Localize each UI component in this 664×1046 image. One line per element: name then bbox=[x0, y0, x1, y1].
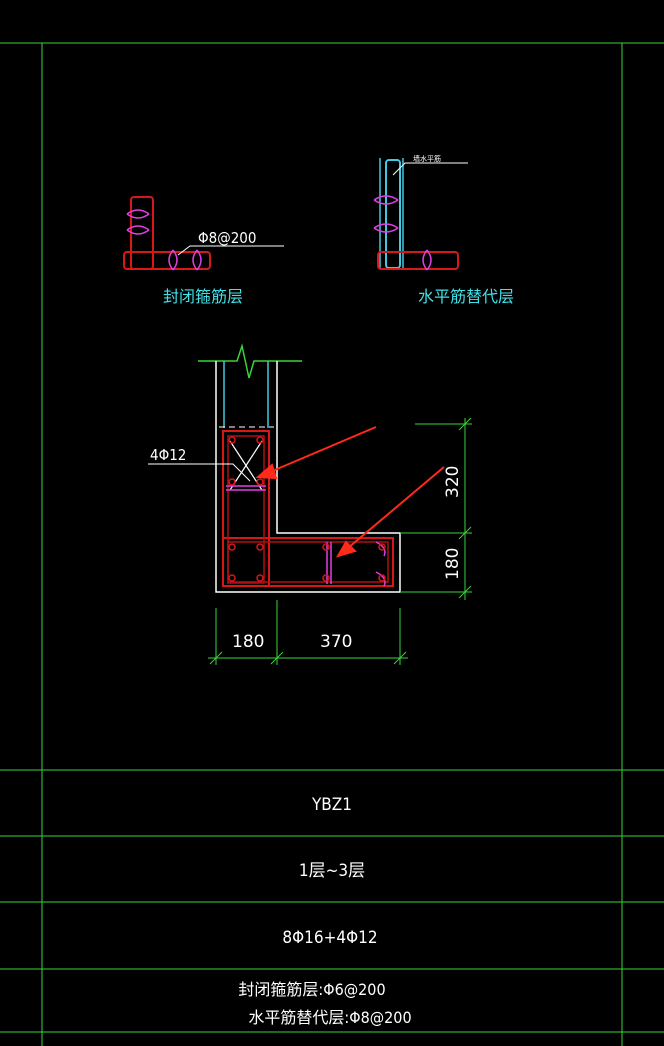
dim-320: 320 bbox=[443, 466, 463, 498]
hook-mark bbox=[373, 223, 399, 233]
concrete-outline bbox=[215, 361, 401, 593]
closed-stirrup-title: 封闭箍筋层 bbox=[163, 287, 243, 306]
leader-line bbox=[177, 245, 284, 256]
horizontal-sub-title: 水平筋替代层 bbox=[418, 287, 514, 306]
detail-horizontal-sub bbox=[373, 158, 468, 271]
annotation-arrows bbox=[255, 426, 445, 558]
detail-closed-stirrup bbox=[123, 196, 284, 271]
hook-mark bbox=[373, 195, 399, 205]
column-stirrup bbox=[222, 430, 270, 587]
drawing-frame bbox=[0, 42, 664, 1046]
table-floors: 1层~3层 bbox=[299, 861, 365, 881]
inner-stirrup bbox=[227, 435, 265, 584]
table-stirrup-line2: 水平筋替代层:Φ8@200 bbox=[248, 1008, 411, 1027]
column-section bbox=[148, 343, 401, 593]
bars-label: 4Φ12 bbox=[150, 446, 186, 464]
stirrup-spec-label: Φ8@200 bbox=[198, 229, 256, 247]
hook-mark bbox=[168, 249, 178, 271]
note-leader-line bbox=[392, 162, 468, 176]
table-stirrup-line1: 封闭箍筋层:Φ6@200 bbox=[238, 980, 385, 999]
hook-mark bbox=[192, 249, 202, 271]
dim-180-horizontal: 180 bbox=[232, 632, 264, 652]
hook-mark bbox=[126, 225, 150, 235]
wall-horizontal-note: 墙水平筋 bbox=[413, 154, 441, 163]
leg-stirrup bbox=[227, 541, 389, 583]
table-longitudinal-bars: 8Φ16+4Φ12 bbox=[282, 928, 377, 948]
bars-leader-line bbox=[148, 463, 251, 482]
dim-180-vertical: 180 bbox=[443, 548, 463, 580]
hook-mark bbox=[126, 209, 150, 219]
outer-stirrup bbox=[222, 537, 394, 587]
break-line bbox=[198, 343, 302, 379]
horizontal-sub-horizontal bbox=[377, 251, 459, 270]
horizontal-dimensions bbox=[208, 600, 408, 665]
vertical-dimensions bbox=[400, 417, 472, 600]
closed-stirrup-horizontal bbox=[123, 251, 211, 270]
table-column-name: YBZ1 bbox=[311, 795, 352, 815]
hook-mark bbox=[422, 249, 432, 271]
rebar-dots bbox=[228, 436, 386, 582]
dim-370: 370 bbox=[320, 632, 352, 652]
